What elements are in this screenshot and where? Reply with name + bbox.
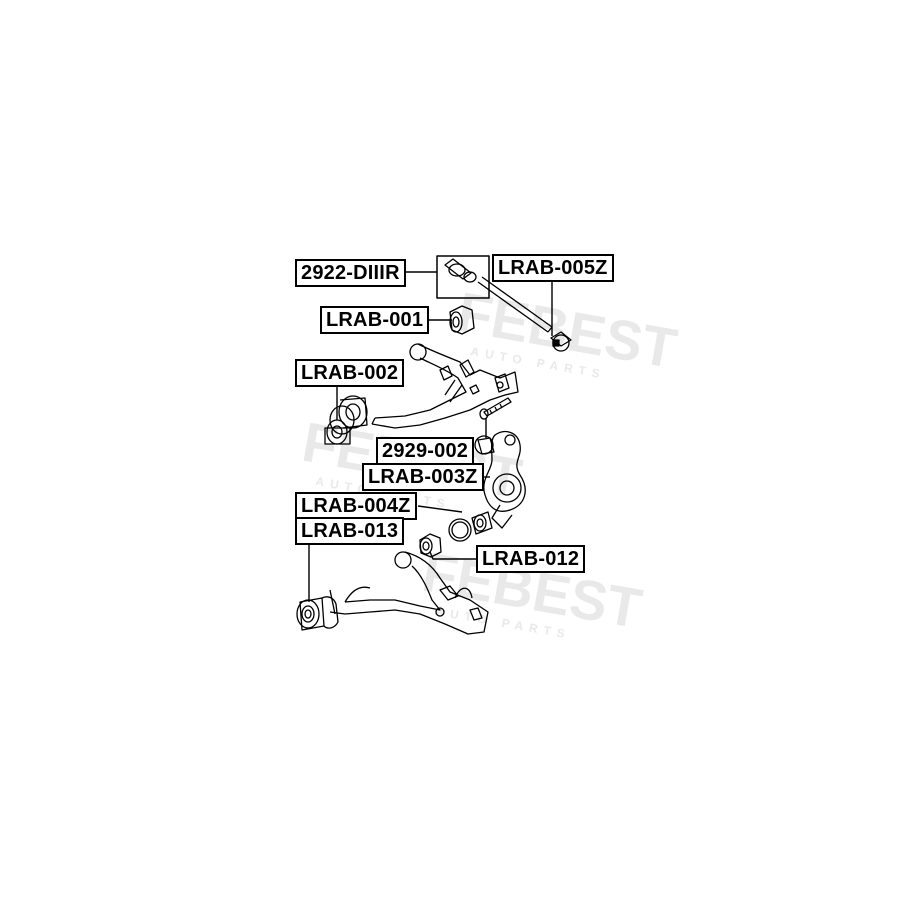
part-label-lrab-005z: LRAB-005Z: [492, 254, 614, 282]
upper-control-arm: [371, 343, 519, 429]
bolt-2929-002: [479, 397, 512, 420]
part-label-lrab-004z: LRAB-004Z: [295, 492, 417, 520]
bushing-lrab-004z: [448, 511, 493, 542]
part-label-2929-002: 2929-002: [376, 437, 475, 465]
part-label-lrab-012: LRAB-012: [476, 545, 586, 573]
bushing-lrab-002: [324, 395, 368, 445]
leader-lines: [308, 271, 553, 602]
bushing-lrab-013: [296, 596, 339, 631]
knuckle-assembly: [474, 431, 526, 529]
leader-004z: [417, 505, 463, 513]
part-label-lrab-001: LRAB-001: [320, 306, 430, 334]
part-label-lrab-002: LRAB-002: [295, 359, 405, 387]
part-label-lrab-013: LRAB-013: [295, 517, 405, 545]
leader-012: [429, 551, 476, 560]
lower-control-arm: [329, 551, 489, 635]
tie-rod-assembly: [436, 255, 572, 352]
watermark: FEBEST AUTO PARTS FEBEST AUTO PARTS FEBE…: [298, 280, 682, 642]
bushing-lrab-001: [449, 305, 475, 335]
part-label-2922-diiir: 2922-DIIIR: [295, 259, 406, 287]
part-label-lrab-003z: LRAB-003Z: [362, 463, 484, 491]
bushing-lrab-012: [419, 533, 442, 558]
